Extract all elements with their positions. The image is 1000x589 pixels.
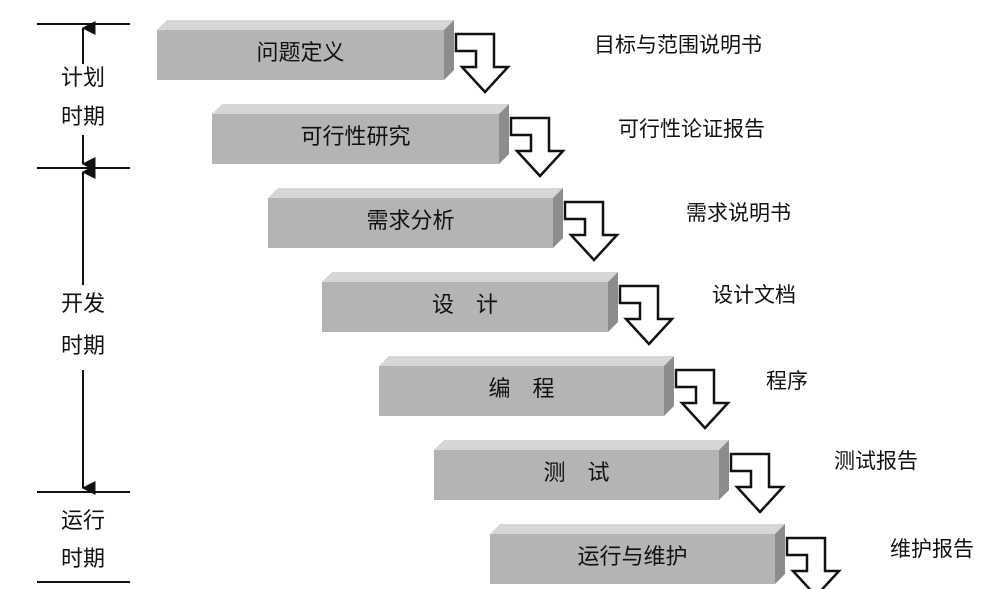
stage-box-side [499,104,509,164]
stage-box-front [268,198,553,248]
stage-5: 编 程 程序 [379,356,808,430]
stage-box-side [719,440,729,500]
period-development-line2: 时期 [61,334,105,359]
stage-label: 运行与维护 [577,545,687,570]
stage-label: 设 计 [432,293,498,318]
stage-box-top [379,356,674,366]
period-planning-line1: 计划 [61,66,105,91]
stage-output: 测试报告 [834,449,918,473]
period-planning-line2: 时期 [61,105,105,130]
flow-arrow [454,32,511,94]
stage-label: 问题定义 [256,41,344,66]
stage-box-side [553,188,563,248]
stage-7: 运行与维护 维护报告 [490,524,974,589]
stage-box-front [212,114,499,164]
stage-box-side [608,272,618,332]
stage-label: 可行性研究 [300,125,410,150]
stage-label: 需求分析 [366,209,454,234]
stage-output: 设计文档 [712,283,796,307]
stage-label: 编 程 [488,377,554,402]
stage-output: 目标与范围说明书 [594,33,762,57]
flow-arrow [563,200,620,262]
flow-arrow [785,536,842,589]
stage-output: 维护报告 [890,537,974,561]
stage-box-top [157,20,454,30]
stage-box-front [379,366,664,416]
flow-arrow [618,284,675,346]
period-development-line1: 开发 [61,292,105,317]
stage-box-top [268,188,563,198]
stage-1: 问题定义 目标与范围说明书 [157,20,762,94]
stage-output: 需求说明书 [686,201,791,225]
stage-output: 可行性论证报告 [618,117,765,141]
stage-box-side [664,356,674,416]
stage-box-top [322,272,618,282]
stage-box-top [490,524,785,534]
stage-box-front [434,450,719,500]
stage-box-front [490,534,775,584]
stage-output: 程序 [766,369,808,393]
stage-4: 设 计 设计文档 [322,272,796,346]
stage-box-side [775,524,785,584]
stage-3: 需求分析 需求说明书 [268,188,791,262]
stage-box-top [434,440,729,450]
stage-box-side [444,20,454,80]
flow-arrow [509,116,566,178]
stage-6: 测 试 测试报告 [434,440,918,514]
stage-box-top [212,104,509,114]
flow-arrow [729,452,786,514]
period-operation-line1: 运行 [61,509,105,534]
stage-box-front [157,30,444,80]
stage-label: 测 试 [543,461,609,486]
stage-2: 可行性研究 可行性论证报告 [212,104,765,178]
stage-box-front [322,282,608,332]
timeline: 计划 时期 开发 时期 运行 时期 [37,21,130,583]
period-operation-line2: 时期 [61,547,105,572]
flow-arrow [674,368,731,430]
